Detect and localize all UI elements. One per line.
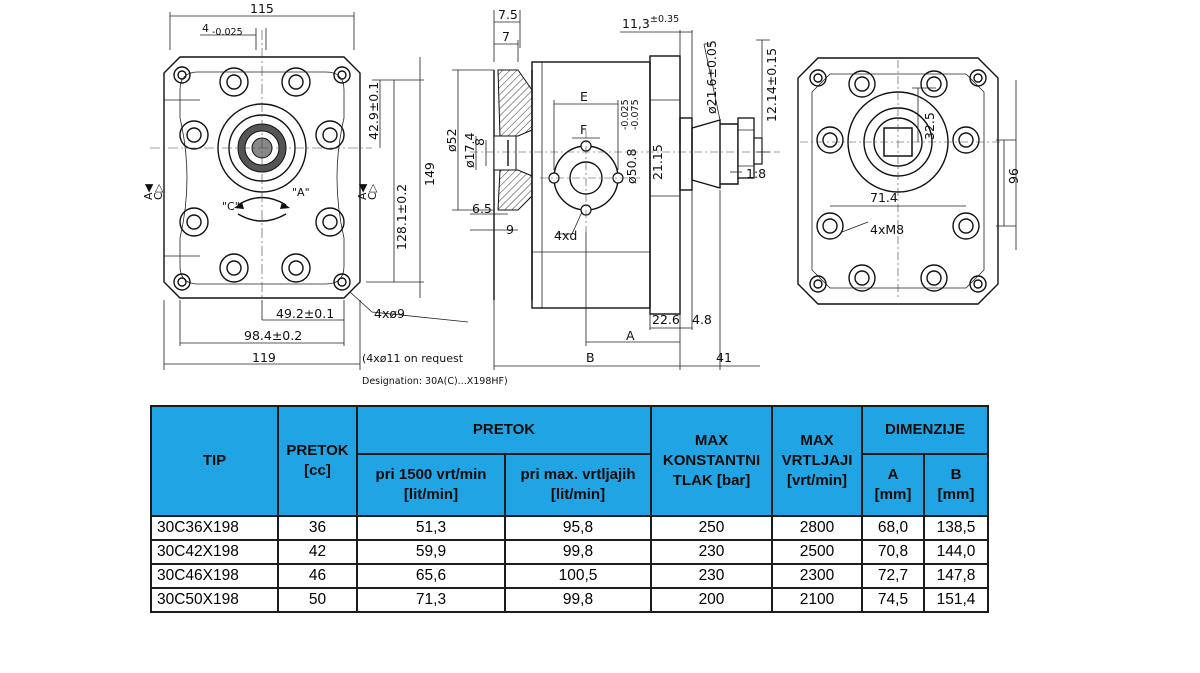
rot-marker-a-left: A◀ — [142, 183, 155, 200]
cell-flow-max: 100,5 — [504, 563, 652, 589]
rot-marker-c-left: C▷ — [152, 183, 165, 200]
dim-4-8: 4.8 — [692, 312, 712, 327]
dim-41: 41 — [716, 350, 732, 365]
header-dim-b: B[mm] — [923, 453, 989, 517]
dim-d50-8: ø50.8 — [624, 148, 639, 184]
header-tip: TIP — [150, 405, 279, 517]
dim-149: 149 — [422, 162, 437, 186]
holes-note: (4xø11 on request — [362, 352, 464, 365]
cell-dim-b: 138,5 — [923, 515, 989, 541]
dim-f: F — [580, 122, 587, 137]
dim-d50-8-tol-a: -0.025 — [620, 99, 631, 130]
dim-12-14: 12.14±0.15 — [764, 48, 779, 122]
cell-rpm: 2300 — [771, 563, 863, 589]
dim-4xd: 4xd — [554, 228, 577, 243]
technical-drawing: "A" "C" 115 4 -0.025 42.9±0.1 128.1±0.2 … — [142, 1, 1021, 387]
table-row: 30C36X198 36 51,3 95,8 250 2800 68,0 138… — [150, 515, 989, 541]
dim-22-6: 22.6 — [652, 312, 680, 327]
dim-8: 8 — [472, 138, 487, 146]
table-row: 30C46X198 46 65,6 100,5 230 2300 72,7 14… — [150, 563, 989, 589]
header-dimenzije: DIMENZIJE — [861, 405, 989, 455]
side-view: E F 4xd 7.5 7 11,3 ±0.35 ø52 ø17.4 8 6.5… — [444, 7, 780, 370]
header-pri-1500: pri 1500 vrt/min[lit/min] — [356, 453, 506, 517]
header-pri-max: pri max. vrtljajih[lit/min] — [504, 453, 652, 517]
dim-11-3: 11,3 — [622, 16, 650, 31]
cell-tip: 30C50X198 — [150, 587, 279, 613]
dim-b: B — [586, 350, 595, 365]
dim-96: 96 — [1006, 168, 1021, 184]
arc-label-c: "C" — [222, 200, 240, 213]
cell-dim-a: 68,0 — [861, 515, 925, 541]
dim-offset: 4 — [202, 22, 209, 35]
dim-d21-6: ø21.6±0.05 — [704, 40, 719, 114]
holes-label: 4xø9 — [374, 306, 405, 321]
dim-d50-8-tol-b: -0.075 — [630, 99, 641, 130]
cell-flow-max: 99,8 — [504, 587, 652, 613]
dim-a: A — [626, 328, 635, 343]
header-pretok-cc: PRETOK[cc] — [277, 405, 358, 517]
cell-cc: 36 — [277, 515, 358, 541]
dim-21-15: 21.15 — [650, 144, 665, 180]
dim-e: E — [580, 89, 588, 104]
designation: Designation: 30A(C)...X198HF) — [362, 376, 508, 387]
cell-pressure: 200 — [650, 587, 773, 613]
dim-98-4: 98.4±0.2 — [244, 328, 302, 343]
dim-offset-tol: -0.025 — [212, 27, 243, 38]
cell-pressure: 250 — [650, 515, 773, 541]
header-pretok: PRETOK — [356, 405, 652, 455]
rot-marker-c-right: C▷ — [366, 183, 379, 200]
cell-rpm: 2100 — [771, 587, 863, 613]
cell-flow-max: 99,8 — [504, 539, 652, 565]
rear-view: 32.5 71.4 4xM8 96 — [797, 57, 1021, 305]
dim-7: 7 — [502, 29, 510, 44]
cell-rpm: 2500 — [771, 539, 863, 565]
dim-taper: 1:8 — [746, 166, 766, 181]
cell-cc: 46 — [277, 563, 358, 589]
dim-4xm8: 4xM8 — [870, 222, 904, 237]
dim-42-9: 42.9±0.1 — [366, 82, 381, 140]
cell-rpm: 2800 — [771, 515, 863, 541]
cell-flow-1500: 65,6 — [356, 563, 506, 589]
header-dim-a: A[mm] — [861, 453, 925, 517]
cell-flow-1500: 51,3 — [356, 515, 506, 541]
dim-9: 9 — [506, 222, 514, 237]
cell-flow-max: 95,8 — [504, 515, 652, 541]
cell-cc: 42 — [277, 539, 358, 565]
cell-pressure: 230 — [650, 539, 773, 565]
cell-dim-b: 151,4 — [923, 587, 989, 613]
dim-6-5: 6.5 — [472, 201, 492, 216]
dim-11-3-tol: ±0.35 — [650, 14, 679, 25]
cell-dim-a: 74,5 — [861, 587, 925, 613]
dim-115: 115 — [250, 1, 274, 16]
cell-cc: 50 — [277, 587, 358, 613]
cell-tip: 30C42X198 — [150, 539, 279, 565]
dim-71-4: 71.4 — [870, 190, 898, 205]
front-view: "A" "C" 115 4 -0.025 42.9±0.1 128.1±0.2 … — [142, 1, 508, 387]
cell-pressure: 230 — [650, 563, 773, 589]
dim-49-2: 49.2±0.1 — [276, 306, 334, 321]
cell-tip: 30C46X198 — [150, 563, 279, 589]
dim-7-5: 7.5 — [498, 7, 518, 22]
rot-marker-a-right: A◀ — [356, 183, 369, 200]
dim-d17-4: ø17.4 — [462, 132, 477, 168]
dim-32-5: 32.5 — [922, 112, 937, 140]
cell-dim-b: 144,0 — [923, 539, 989, 565]
cell-flow-1500: 71,3 — [356, 587, 506, 613]
dim-128-1: 128.1±0.2 — [394, 184, 409, 250]
cell-dim-a: 70,8 — [861, 539, 925, 565]
cell-flow-1500: 59,9 — [356, 539, 506, 565]
dim-d52: ø52 — [444, 128, 459, 152]
dim-119: 119 — [252, 350, 276, 365]
cell-dim-b: 147,8 — [923, 563, 989, 589]
cell-dim-a: 72,7 — [861, 563, 925, 589]
table-row: 30C50X198 50 71,3 99,8 200 2100 74,5 151… — [150, 587, 989, 613]
arc-label-a: "A" — [292, 186, 310, 199]
cell-tip: 30C36X198 — [150, 515, 279, 541]
table-row: 30C42X198 42 59,9 99,8 230 2500 70,8 144… — [150, 539, 989, 565]
